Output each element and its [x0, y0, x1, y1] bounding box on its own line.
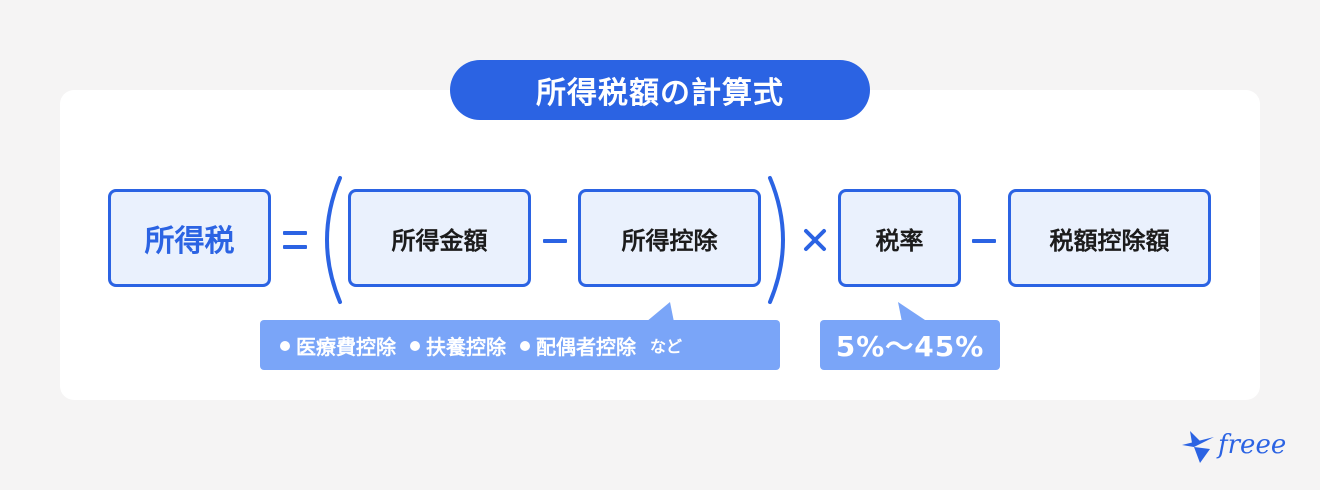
tax-rate-range-note: 5%～45% — [820, 320, 1000, 370]
deduction-example: 配偶者控除 — [520, 331, 636, 360]
minus-sign-1 — [543, 239, 567, 243]
bird-icon — [1182, 431, 1214, 463]
income-tax-box: 所得税 — [108, 189, 271, 287]
left-parenthesis — [325, 176, 342, 304]
multiply-sign — [804, 229, 826, 251]
minus-sign-2 — [972, 239, 996, 243]
deduction-example: 医療費控除 — [280, 331, 396, 360]
deduction-note-pointer — [646, 302, 674, 322]
freee-logo: freee — [1180, 420, 1286, 470]
income-deduction-box: 所得控除 — [578, 189, 761, 287]
right-parenthesis — [768, 176, 785, 304]
tax-credit-box: 税額控除額 — [1008, 189, 1211, 287]
deduction-note-suffix: など — [650, 337, 683, 356]
tax-rate-box: 税率 — [838, 189, 961, 287]
income-amount-box: 所得金額 — [348, 189, 531, 287]
rate-note-pointer — [898, 302, 928, 322]
deduction-example: 扶養控除 — [410, 331, 506, 360]
logo-text: freee — [1218, 430, 1287, 460]
diagram-title: 所得税額の計算式 — [450, 60, 870, 120]
deduction-examples-note: 医療費控除 扶養控除 配偶者控除 など — [260, 320, 780, 370]
